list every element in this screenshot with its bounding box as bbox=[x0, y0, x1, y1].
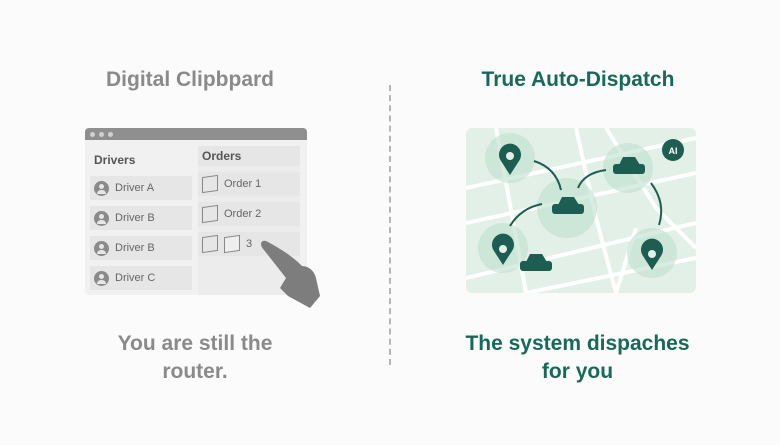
order-name: Order 1 bbox=[224, 178, 262, 190]
window-titlebar bbox=[85, 128, 307, 140]
right-title: True Auto-Dispatch bbox=[481, 68, 675, 91]
driver-name: Driver B bbox=[115, 212, 155, 224]
drivers-header: Drivers bbox=[94, 153, 136, 167]
driver-item[interactable]: Driver B bbox=[90, 236, 192, 260]
avatar-icon bbox=[94, 180, 109, 196]
hand-pointer-icon bbox=[261, 240, 320, 308]
driver-name: Driver A bbox=[115, 182, 155, 194]
avatar-icon bbox=[94, 270, 109, 286]
driver-item[interactable]: Driver A bbox=[90, 176, 192, 200]
left-caption-line2: router. bbox=[162, 360, 228, 383]
car-icon bbox=[552, 197, 584, 214]
left-caption-line1: You are still the bbox=[117, 332, 273, 355]
car-icon bbox=[520, 254, 552, 271]
right-caption: The system dispaches for you bbox=[445, 330, 710, 386]
package-icon bbox=[202, 174, 218, 194]
order-item[interactable]: Order 1 bbox=[198, 172, 300, 196]
right-caption-line2: for you bbox=[541, 360, 614, 383]
dispatch-arrows bbox=[509, 160, 663, 227]
order-item[interactable]: Order 2 bbox=[198, 202, 300, 226]
drivers-column: Drivers Driver A Driver B Driver B Drive… bbox=[90, 146, 192, 290]
right-caption-line1: The system dispaches bbox=[465, 332, 690, 355]
orders-header: Orders bbox=[198, 146, 300, 166]
avatar-icon bbox=[94, 240, 109, 256]
dragged-package-icon bbox=[224, 234, 240, 254]
driver-item[interactable]: Driver B bbox=[90, 206, 192, 230]
driver-item[interactable]: Driver C bbox=[90, 266, 192, 290]
ai-badge: AI bbox=[669, 146, 678, 156]
driver-name: Driver C bbox=[115, 272, 156, 284]
left-title: Digital Clipbpard bbox=[106, 68, 274, 91]
ai-gear-icon bbox=[662, 139, 684, 161]
divider bbox=[389, 85, 391, 365]
driver-name: Driver B bbox=[115, 242, 155, 254]
clipboard-window: Drivers Driver A Driver B Driver B Drive… bbox=[85, 128, 307, 295]
package-icon bbox=[202, 234, 218, 254]
order-name: Order 2 bbox=[224, 208, 262, 220]
dispatch-map: AI bbox=[466, 128, 696, 293]
car-icon bbox=[613, 157, 645, 174]
order-name: 3 bbox=[246, 238, 253, 250]
left-caption: You are still the router. bbox=[90, 330, 300, 386]
package-icon bbox=[202, 204, 218, 224]
avatar-icon bbox=[94, 210, 109, 226]
